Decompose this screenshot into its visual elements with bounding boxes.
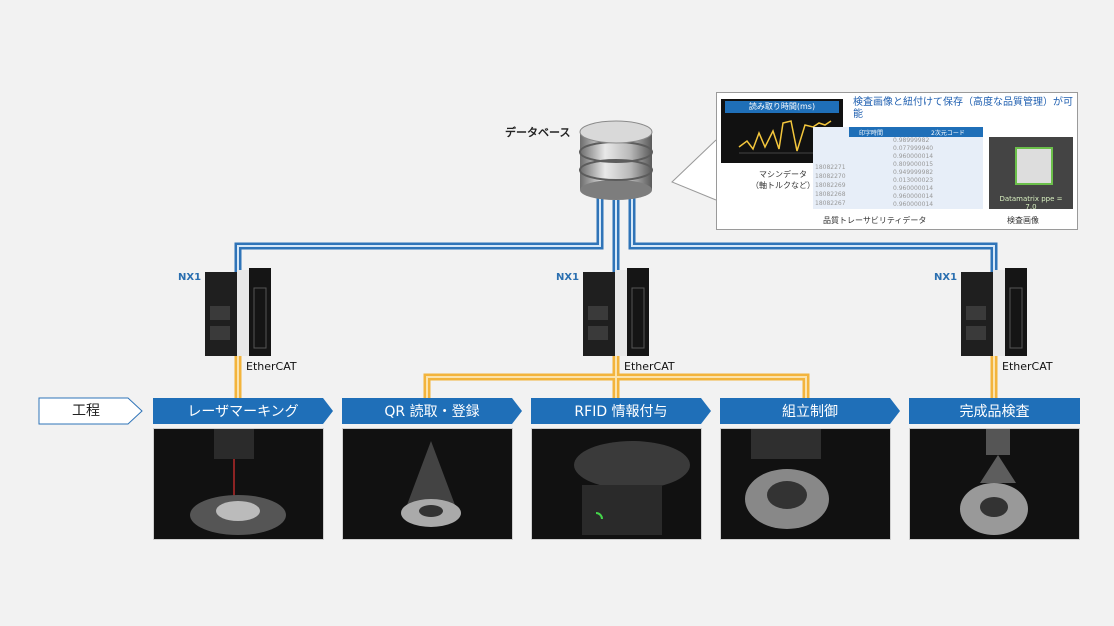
process-label: 工程 bbox=[72, 403, 100, 419]
trace-table: 印字時間 2次元コード 18082271 18082270 18082269 1… bbox=[813, 127, 983, 209]
step-qr-read: QR 読取・登録 bbox=[342, 398, 522, 424]
controller-1-icon bbox=[205, 268, 271, 356]
database-icon bbox=[579, 120, 653, 200]
qr-result-text: Datamatrix ppe = 7.0 bbox=[999, 195, 1063, 211]
step-laser-marking: レーザマーキング bbox=[153, 398, 333, 424]
photo-rfid bbox=[531, 428, 702, 540]
controller-3-icon bbox=[961, 268, 1027, 356]
trace-table-header: 印字時間 2次元コード bbox=[849, 127, 983, 137]
fieldbus-2-label: EtherCAT bbox=[624, 360, 675, 373]
process-label-arrow bbox=[38, 397, 143, 425]
data-inset-panel: 読み取り時間(ms) マシンデータ（軸トルクなど） 検査画像と紐付けて保存（高度… bbox=[716, 92, 1078, 230]
step-assembly-control: 組立制御 bbox=[720, 398, 900, 424]
controller-2-label: NX1 bbox=[556, 272, 580, 283]
qr-code-icon bbox=[1015, 147, 1053, 185]
step-final-inspection: 完成品検査 bbox=[909, 398, 1080, 424]
trace-table-values: 0.98999982 0.077999940 0.960000014 0.809… bbox=[893, 137, 934, 208]
fieldbus-1-label: EtherCAT bbox=[246, 360, 297, 373]
trace-table-ids: 18082271 18082270 18082269 18082268 1808… bbox=[815, 164, 846, 207]
photo-qr-read bbox=[342, 428, 513, 540]
photo-assembly-control bbox=[720, 428, 891, 540]
photo-laser-marking bbox=[153, 428, 324, 540]
chart-title: 読み取り時間(ms) bbox=[725, 101, 839, 113]
callout-pointer bbox=[671, 139, 717, 201]
fieldbus-3-label: EtherCAT bbox=[1002, 360, 1053, 373]
controller-2-icon bbox=[583, 268, 649, 356]
machine-data-label: マシンデータ（軸トルクなど） bbox=[751, 170, 815, 190]
storage-note: 検査画像と紐付けて保存（高度な品質管理）が可能 bbox=[853, 97, 1073, 120]
inspection-image-label: 検査画像 bbox=[1007, 216, 1039, 225]
database-label: データベース bbox=[505, 126, 571, 139]
trace-data-label: 品質トレーサビリティデータ bbox=[823, 216, 927, 225]
step-rfid: RFID 情報付与 bbox=[531, 398, 711, 424]
photo-final-inspection bbox=[909, 428, 1080, 540]
controller-1-label: NX1 bbox=[178, 272, 202, 283]
controller-3-label: NX1 bbox=[934, 272, 958, 283]
inspection-image: Datamatrix ppe = 7.0 bbox=[989, 137, 1073, 211]
